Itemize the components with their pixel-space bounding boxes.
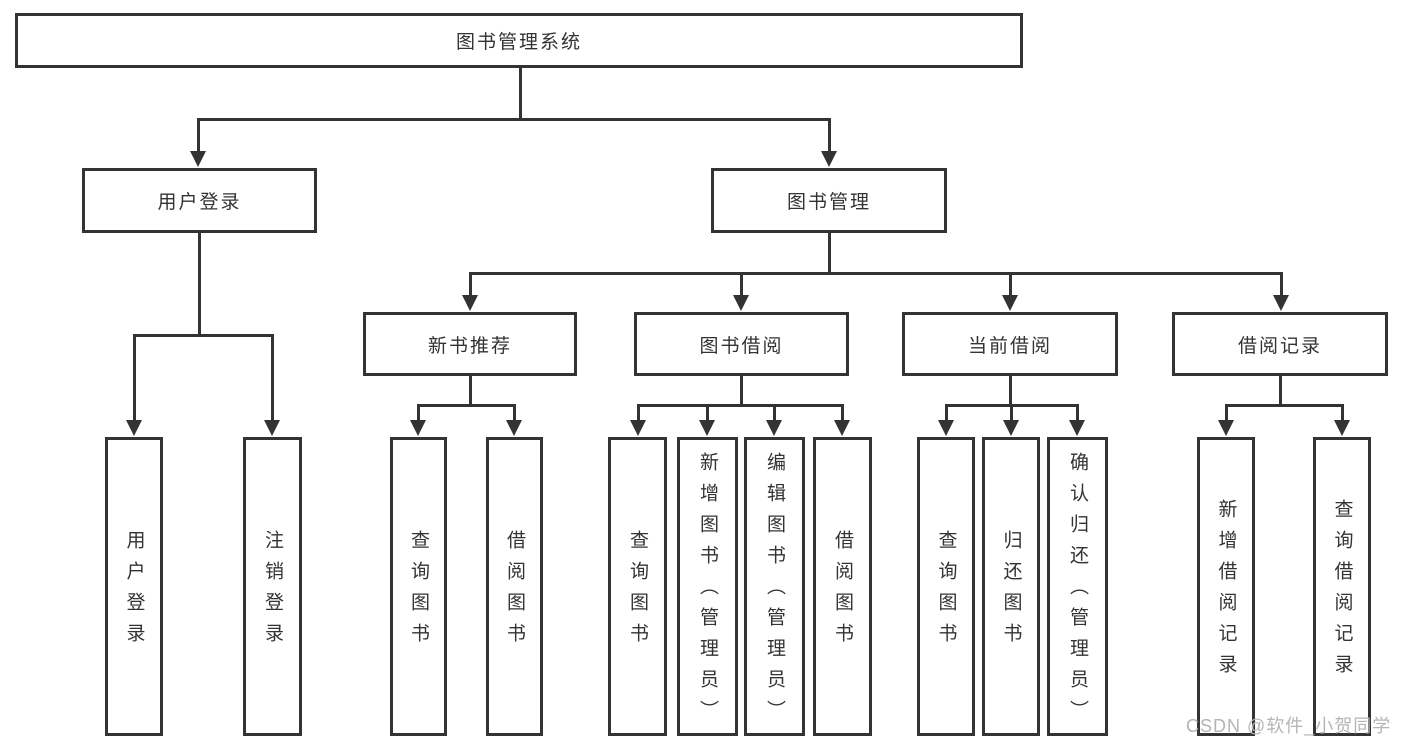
node-new-book-recommend: 新书推荐 <box>363 312 577 376</box>
node-label-borrow-books-2: 借阅图书 <box>832 529 853 654</box>
arrow-down-icon <box>1069 420 1085 436</box>
node-label-current-borrowing: 当前借阅 <box>967 335 1052 357</box>
node-book-management: 图书管理 <box>711 168 947 233</box>
arrow-down-icon <box>699 420 715 436</box>
connector-arrow-shaft <box>271 334 274 423</box>
connector-arrow-shaft <box>841 404 844 423</box>
node-borrow-books-1: 借阅图书 <box>486 437 543 736</box>
node-user-login: 用户登录 <box>82 168 317 233</box>
arrow-down-icon <box>264 420 280 436</box>
node-current-borrowing: 当前借阅 <box>902 312 1118 376</box>
connector-arrow-shaft <box>637 404 640 423</box>
arrow-down-icon <box>630 420 646 436</box>
connector-arrow-shaft <box>513 404 516 423</box>
connector-arrow-shaft <box>773 404 776 423</box>
connector-arrow-shaft <box>417 404 420 423</box>
arrow-down-icon <box>506 420 522 436</box>
arrow-down-icon <box>938 420 954 436</box>
arrow-down-icon <box>126 420 142 436</box>
connector-stem <box>1009 376 1012 407</box>
node-borrowing-records: 借阅记录 <box>1172 312 1388 376</box>
connector-rail <box>197 118 831 121</box>
node-label-return-books: 归还图书 <box>1000 529 1022 654</box>
node-label-book-management: 图书管理 <box>786 192 871 213</box>
connector-arrow-shaft <box>1341 404 1344 423</box>
connector-arrow-shaft <box>1280 272 1283 298</box>
connector-arrow-shaft <box>706 404 709 423</box>
node-label-borrow-books-1: 借阅图书 <box>504 529 525 654</box>
node-label-query-borrow-record: 查询借阅记录 <box>1331 498 1353 685</box>
node-query-borrow-record: 查询借阅记录 <box>1313 437 1371 736</box>
arrow-down-icon <box>834 420 850 436</box>
connector-stem <box>198 233 201 337</box>
arrow-down-icon <box>1003 420 1019 436</box>
connector-rail <box>469 272 1283 275</box>
node-label-confirm-return-admin: 确认归还（管理员） <box>1067 452 1088 731</box>
arrow-down-icon <box>821 151 837 167</box>
node-borrow-books-2: 借阅图书 <box>813 437 872 736</box>
node-label-edit-books-admin: 编辑图书（管理员） <box>764 452 785 731</box>
node-label-new-book-recommend: 新书推荐 <box>427 335 512 357</box>
node-logout: 注销登录 <box>243 437 302 736</box>
connector-stem <box>828 233 831 275</box>
node-query-books-2: 查询图书 <box>608 437 667 736</box>
arrow-down-icon <box>410 420 426 436</box>
connector-arrow-shaft <box>1225 404 1228 423</box>
connector-rail <box>1225 404 1344 407</box>
connector-rail <box>417 404 516 407</box>
arrow-down-icon <box>1002 295 1018 311</box>
arrow-down-icon <box>766 420 782 436</box>
node-label-add-books-admin: 新增图书（管理员） <box>697 452 718 731</box>
connector-arrow-shaft <box>945 404 948 423</box>
connector-arrow-shaft <box>828 118 831 154</box>
node-label-root: 图书管理系统 <box>455 32 582 53</box>
node-add-books-admin: 新增图书（管理员） <box>677 437 738 736</box>
node-query-books-3: 查询图书 <box>917 437 975 736</box>
connector-stem <box>469 376 472 407</box>
node-return-books: 归还图书 <box>982 437 1040 736</box>
node-label-logout: 注销登录 <box>262 529 283 654</box>
connector-arrow-shaft <box>133 334 136 423</box>
arrow-down-icon <box>1218 420 1234 436</box>
connector-arrow-shaft <box>740 272 743 298</box>
node-label-user-login: 用户登录 <box>157 192 242 213</box>
arrow-down-icon <box>1334 420 1350 436</box>
node-query-books-1: 查询图书 <box>390 437 447 736</box>
connector-arrow-shaft <box>1076 404 1079 423</box>
connector-arrow-shaft <box>1010 404 1013 423</box>
connector-rail <box>637 404 844 407</box>
csdn-watermark: CSDN @软件_小贺同学 <box>1186 716 1392 736</box>
node-label-query-books-3: 查询图书 <box>935 529 957 654</box>
connector-arrow-shaft <box>469 272 472 298</box>
node-user-login-leaf: 用户登录 <box>105 437 163 736</box>
node-add-borrow-record: 新增借阅记录 <box>1197 437 1255 736</box>
node-confirm-return-admin: 确认归还（管理员） <box>1047 437 1108 736</box>
node-edit-books-admin: 编辑图书（管理员） <box>744 437 805 736</box>
node-book-borrowing: 图书借阅 <box>634 312 849 376</box>
node-label-add-borrow-record: 新增借阅记录 <box>1215 498 1237 685</box>
connector-arrow-shaft <box>1009 272 1012 298</box>
connector-arrow-shaft <box>197 118 200 154</box>
arrow-down-icon <box>733 295 749 311</box>
node-label-query-books-1: 查询图书 <box>408 529 429 654</box>
connector-stem <box>1279 376 1282 407</box>
connector-stem <box>519 68 522 121</box>
node-root: 图书管理系统 <box>15 13 1023 68</box>
arrow-down-icon <box>1273 295 1289 311</box>
arrow-down-icon <box>462 295 478 311</box>
connector-stem <box>740 376 743 407</box>
arrow-down-icon <box>190 151 206 167</box>
node-label-book-borrowing: 图书借阅 <box>699 335 784 357</box>
node-label-user-login-leaf: 用户登录 <box>123 529 145 654</box>
node-label-query-books-2: 查询图书 <box>627 529 648 654</box>
connector-rail <box>133 334 274 337</box>
node-label-borrowing-records: 借阅记录 <box>1237 335 1322 357</box>
